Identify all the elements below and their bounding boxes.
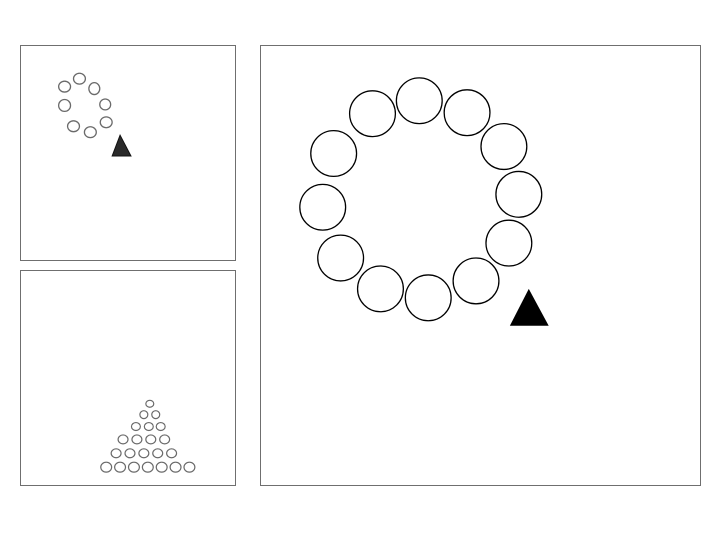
ring-circle bbox=[317, 234, 365, 282]
sketch-stack-circle bbox=[100, 461, 113, 473]
ring-circle bbox=[310, 129, 358, 178]
sketch-stack-circle bbox=[130, 421, 141, 432]
sketch-stack-circle bbox=[145, 434, 157, 445]
sketch-stack-circle bbox=[169, 461, 182, 473]
sketch-stack-circle bbox=[139, 410, 149, 420]
ring-circle bbox=[443, 89, 491, 137]
ring-circle bbox=[485, 219, 533, 267]
sketch-panel-ring bbox=[20, 45, 236, 261]
sketch-stack-circle bbox=[127, 461, 140, 473]
sketch-ring-circle bbox=[66, 120, 81, 133]
sketch-stack-drawing bbox=[100, 399, 196, 473]
sketch-ring-circle bbox=[99, 116, 113, 129]
sketch-ring-circle bbox=[58, 98, 72, 113]
ring-circle bbox=[452, 257, 500, 305]
sketch-stack-circle bbox=[114, 461, 127, 473]
sketch-stack-circle bbox=[143, 421, 154, 432]
main-diagram-panel bbox=[260, 45, 701, 486]
ring-circle bbox=[356, 265, 404, 313]
sketch-ring-circle bbox=[58, 80, 72, 93]
ring-circle bbox=[480, 122, 528, 171]
sketch-ring-circle bbox=[72, 72, 87, 85]
ring-circle bbox=[495, 170, 543, 218]
sketch-panel-stack bbox=[20, 270, 236, 486]
sketch-ring-circle bbox=[88, 82, 101, 96]
sketch-stack-circle bbox=[183, 461, 196, 473]
sketch-stack-circle bbox=[110, 448, 122, 459]
sketch-stack-circle bbox=[131, 434, 143, 445]
sketch-stack-circle bbox=[155, 421, 166, 432]
sketch-stack-circle bbox=[138, 448, 150, 459]
sketch-ring-circle bbox=[83, 126, 97, 139]
ring-circle bbox=[348, 90, 397, 138]
sketch-stack-circle bbox=[151, 410, 161, 420]
ring-circle bbox=[404, 274, 452, 322]
sketch-stack-circle bbox=[145, 399, 155, 408]
sketch-ring-circle bbox=[99, 98, 112, 111]
sketch-triangle bbox=[111, 133, 132, 157]
sketch-stack-circle bbox=[166, 448, 178, 459]
sketch-stack-circle bbox=[155, 461, 168, 473]
ring-circle bbox=[299, 183, 347, 231]
ring-circle bbox=[395, 77, 443, 125]
sketch-stack-circle bbox=[159, 434, 171, 445]
sketch-stack-circle bbox=[117, 434, 129, 445]
sketch-stack-circle bbox=[152, 448, 164, 459]
sketch-stack-circle bbox=[124, 448, 136, 459]
triangle-marker bbox=[509, 288, 549, 326]
sketch-ring-drawing bbox=[58, 72, 132, 157]
ring-diagram bbox=[299, 77, 549, 326]
sketch-stack-circle bbox=[141, 461, 154, 473]
